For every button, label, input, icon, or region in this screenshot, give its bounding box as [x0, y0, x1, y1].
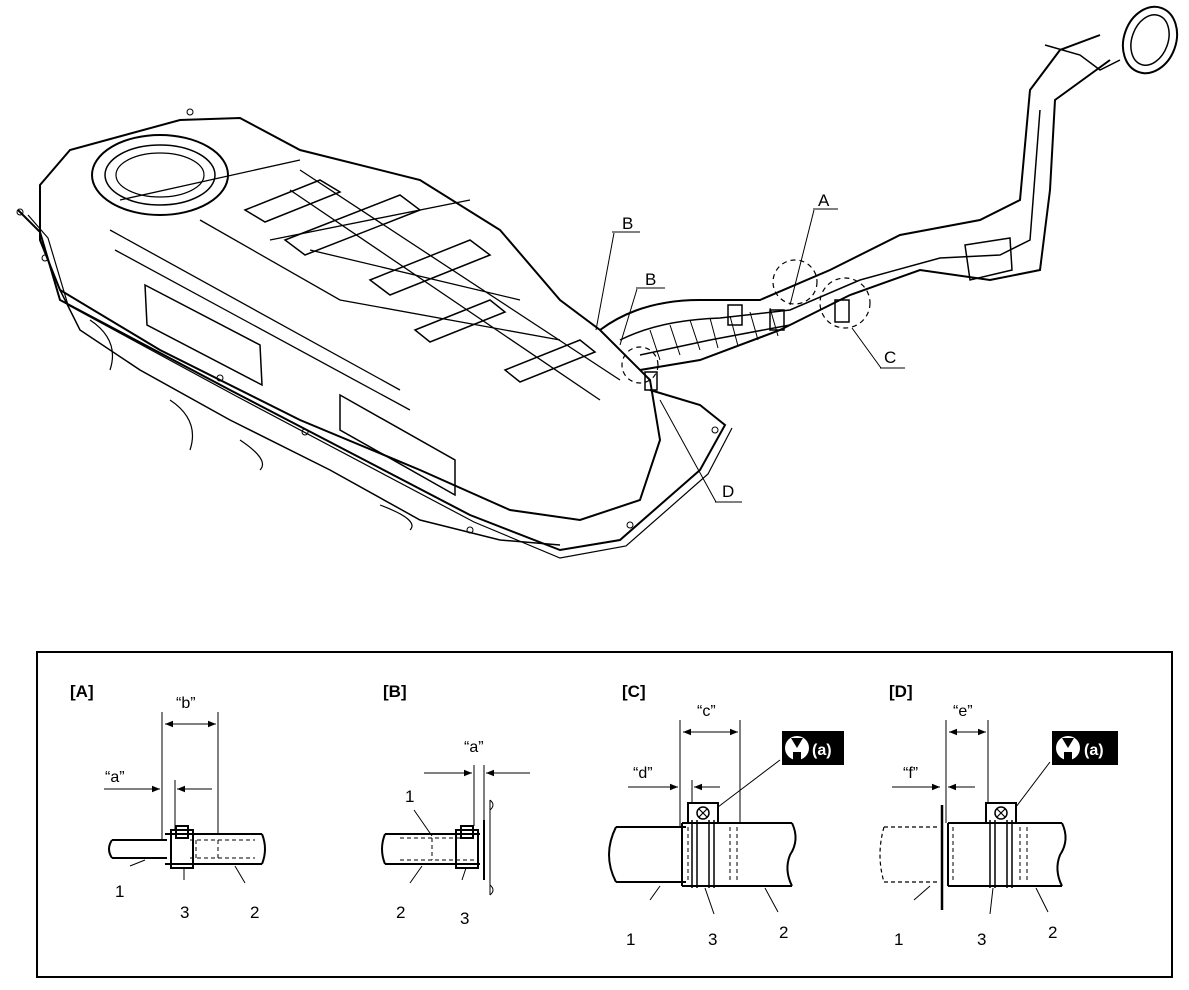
- detail-b-title: [B]: [383, 682, 407, 701]
- part-3: 3: [180, 903, 189, 922]
- part-3: 3: [977, 930, 986, 949]
- dim-a: “a”: [464, 739, 484, 756]
- dim-b: “b”: [176, 695, 196, 712]
- detail-frame: [36, 651, 1173, 978]
- detail-d: [D] “e” “f” (a) 1 3 2: [879, 682, 1118, 949]
- part-1: 1: [626, 930, 635, 949]
- part-2: 2: [779, 923, 788, 942]
- detail-d-title: [D]: [889, 682, 913, 701]
- part-2: 2: [250, 903, 259, 922]
- part-2: 2: [396, 903, 405, 922]
- callout-a: A: [818, 191, 830, 210]
- callout-d: D: [722, 482, 734, 501]
- part-3: 3: [460, 909, 469, 928]
- dim-e: “e”: [953, 703, 973, 720]
- wrench-icon: [1056, 736, 1080, 764]
- detail-a: [A] “b” “a” 1 3 2: [70, 682, 266, 922]
- dim-f: “f”: [903, 765, 918, 782]
- filler-pipe-illustration: [599, 5, 1179, 391]
- callouts: A B B C D: [595, 191, 905, 503]
- part-1: 1: [405, 787, 414, 806]
- part-2: 2: [1048, 923, 1057, 942]
- detail-a-title: [A]: [70, 682, 94, 701]
- part-3: 3: [708, 930, 717, 949]
- torque-label: (a): [1084, 742, 1104, 759]
- callout-c: C: [884, 348, 896, 367]
- callout-b-1: B: [622, 214, 633, 233]
- callout-b-2: B: [645, 270, 656, 289]
- dim-c: “c”: [697, 703, 716, 720]
- detail-c: [C] “c” “d” (a) 1 3 2: [608, 682, 844, 949]
- detail-b: [B] “a” 1 2 3: [381, 682, 530, 928]
- dim-d: “d”: [633, 765, 653, 782]
- fuel-tank-illustration: [16, 108, 733, 559]
- detail-c-title: [C]: [622, 682, 646, 701]
- wrench-icon: [785, 736, 809, 764]
- part-1: 1: [115, 882, 124, 901]
- torque-label: (a): [812, 742, 832, 759]
- dim-a: “a”: [105, 769, 125, 786]
- part-1: 1: [894, 930, 903, 949]
